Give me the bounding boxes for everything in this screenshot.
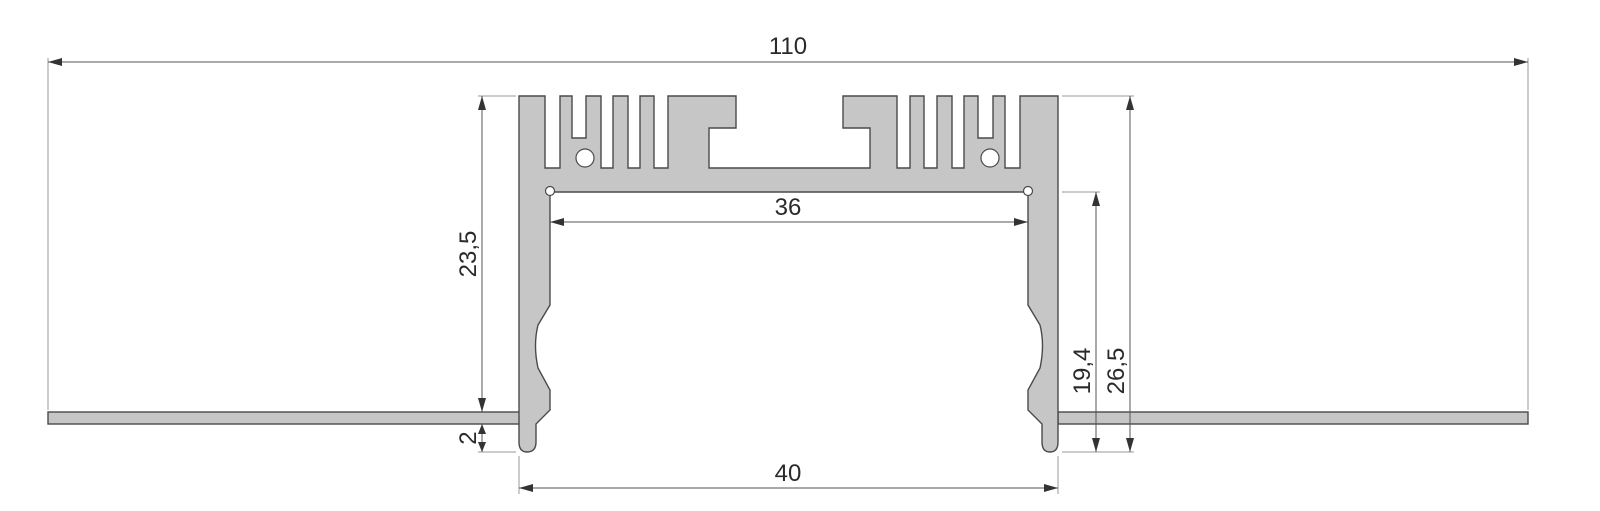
label-overall-width: 110 — [769, 33, 807, 60]
label-total-height: 26,5 — [1103, 348, 1130, 395]
dimension-inner-width: 36 — [550, 194, 1028, 226]
label-flange-offset: 2 — [455, 431, 482, 444]
groove-right — [1022, 185, 1034, 197]
label-opening-width: 40 — [775, 460, 802, 487]
dimension-flange-offset: 2 — [455, 424, 516, 453]
dimension-total-height: 26,5 — [1062, 95, 1134, 453]
dimension-opening-width: 40 — [518, 456, 1059, 494]
screw-channel-right — [980, 148, 1000, 168]
screw-channel-left — [575, 148, 595, 168]
dimension-overall-width: 110 — [47, 33, 1529, 410]
groove-left — [544, 185, 556, 197]
left-flange — [47, 411, 524, 425]
dimension-body-height: 23,5 — [455, 95, 516, 412]
label-inner-width: 36 — [775, 194, 802, 221]
right-flange — [1057, 411, 1529, 425]
label-body-height: 23,5 — [455, 231, 482, 278]
aluminium-profile — [47, 95, 1529, 453]
profile-body — [518, 95, 1059, 453]
label-inner-height: 19,4 — [1069, 348, 1096, 395]
dimension-inner-height: 19,4 — [1062, 191, 1100, 453]
